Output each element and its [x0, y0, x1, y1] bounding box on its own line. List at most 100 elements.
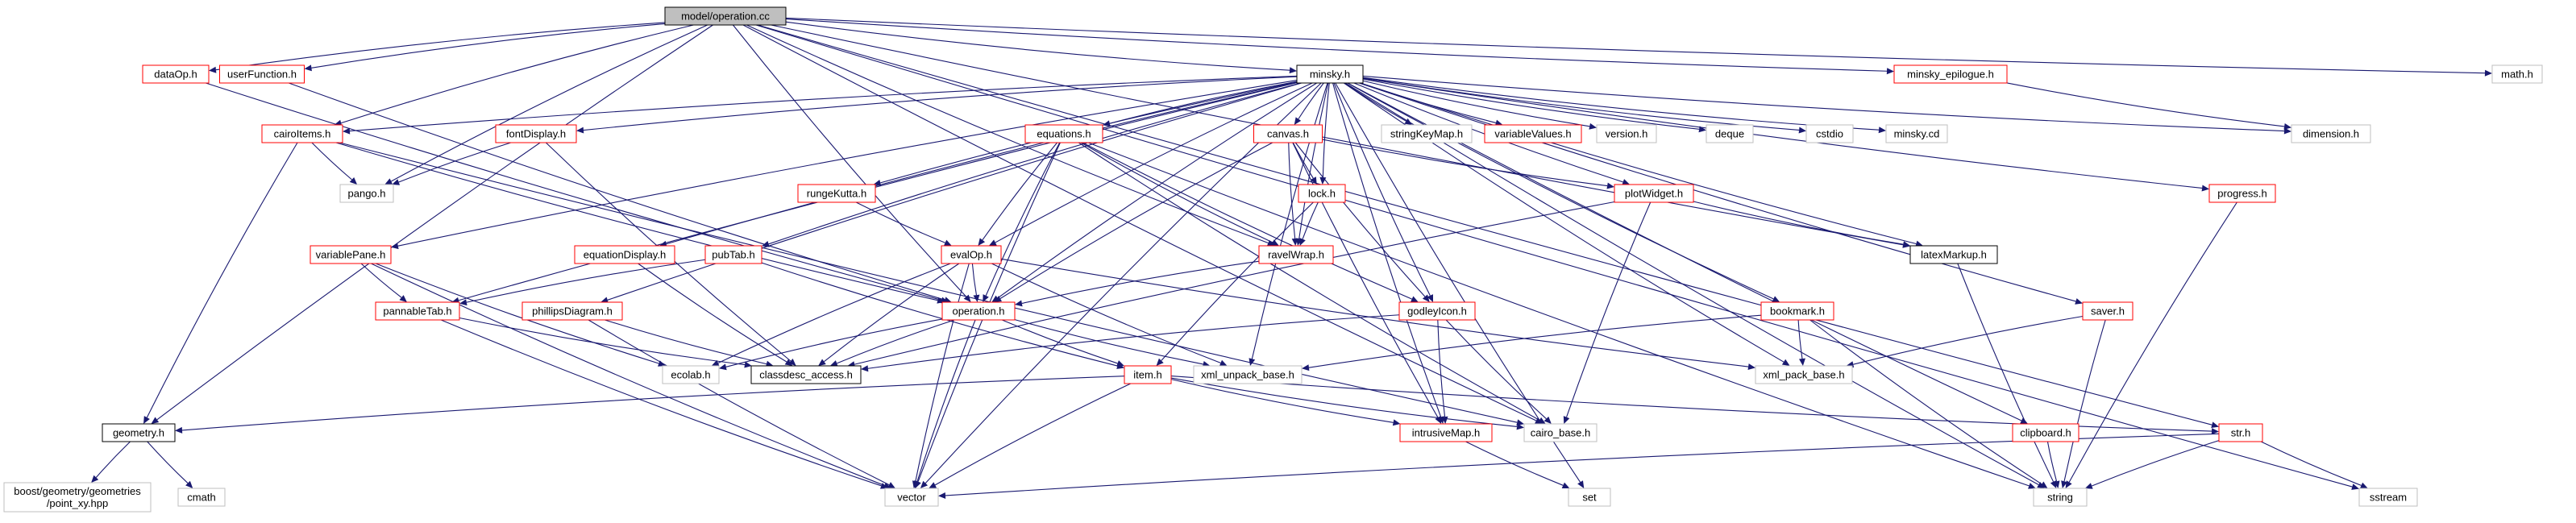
edge-minsky-to-deque — [1362, 78, 1700, 130]
node-operation-h[interactable]: operation.h — [941, 301, 1016, 321]
node-dataOp[interactable]: dataOp.h — [142, 64, 210, 84]
arrowhead-cairoItems-to-pango — [349, 176, 358, 185]
node-progress[interactable]: progress.h — [2208, 184, 2276, 203]
edge-evalOp-to-xml_unpack_base — [991, 263, 1221, 363]
node-intrusiveMap[interactable]: intrusiveMap.h — [1399, 423, 1493, 442]
node-label: equationDisplay.h — [584, 249, 666, 261]
node-evalOp[interactable]: evalOp.h — [941, 245, 1002, 264]
arrowhead-minsky-to-vector — [920, 480, 929, 488]
node-variablePane[interactable]: variablePane.h — [310, 245, 392, 264]
node-xml-unpack-base: xml_unpack_base.h — [1193, 365, 1303, 384]
node-minskycd: minsky.cd — [1885, 124, 1948, 143]
node-label: ecolab.h — [671, 369, 710, 381]
node-label: str.h — [2231, 427, 2251, 439]
node-minsky[interactable]: minsky.h — [1296, 64, 1364, 84]
arrowhead-clipboard-to-string — [2053, 480, 2060, 488]
node-variableValues[interactable]: variableValues.h — [1484, 124, 1582, 143]
node-pubTab[interactable]: pubTab.h — [704, 245, 762, 264]
node-label: variableValues.h — [1494, 128, 1571, 140]
arrowhead-geometry-to-cmath — [185, 480, 193, 488]
edge-evalOp-to-vector — [915, 263, 970, 482]
node-saver[interactable]: saver.h — [2082, 301, 2134, 321]
edge-item-to-intrusiveMap — [1170, 379, 1394, 423]
edge-operation_cc-to-pango — [391, 24, 708, 182]
node-ecolab: ecolab.h — [662, 365, 720, 384]
node-str[interactable]: str.h — [2218, 423, 2263, 442]
node-label: sstream — [2370, 492, 2407, 504]
node-plotWidget[interactable]: plotWidget.h — [1614, 184, 1694, 203]
node-box — [941, 301, 1016, 321]
edge-equations-to-godleyIcon — [1082, 142, 1412, 300]
node-pannableTab[interactable]: pannableTab.h — [375, 301, 460, 321]
edge-rungeKutta-to-evalOp — [855, 201, 945, 243]
arrowhead-canvas-to-ravelWrap — [1291, 238, 1298, 246]
node-version: version.h — [1596, 124, 1657, 143]
arrowhead-plotWidget-to-latexMarkup — [1902, 241, 1911, 248]
node-minsky-epilogue[interactable]: minsky_epilogue.h — [1893, 64, 2008, 84]
arrowhead-lock-to-ravelWrap — [1299, 238, 1306, 246]
arrowhead-item-to-cairo_base — [1516, 423, 1524, 430]
arrowhead-minsky-to-saver — [2075, 298, 2083, 305]
node-phillipsDiagram[interactable]: phillipsDiagram.h — [521, 301, 623, 321]
node-ravelWrap[interactable]: ravelWrap.h — [1258, 245, 1334, 264]
node-equations[interactable]: equations.h — [1024, 124, 1103, 143]
node-math: math.h — [2491, 64, 2543, 84]
node-canvas[interactable]: canvas.h — [1253, 124, 1323, 143]
node-clipboard[interactable]: clipboard.h — [2012, 423, 2079, 442]
node-label: rungeKutta.h — [807, 188, 866, 200]
arrowhead-minsky-to-bookmark — [1772, 296, 1780, 302]
arrowhead-ravelWrap-to-operation_h — [1015, 300, 1023, 307]
arrowhead-operation_cc-to-minsky_epilogue — [1886, 68, 1894, 75]
node-label: stringKeyMap.h — [1390, 128, 1463, 140]
node-latexMarkup[interactable]: latexMarkup.h — [1909, 245, 1998, 264]
arrowhead-equations-to-evalOp — [978, 238, 986, 246]
edge-saver-to-string — [2063, 319, 2106, 482]
node-box — [1298, 184, 1346, 203]
node-box — [1596, 124, 1657, 143]
node-box — [1755, 365, 1853, 384]
node-label: dimension.h — [2303, 128, 2359, 140]
node-operation-cc[interactable]: model/operation.cc — [664, 6, 787, 26]
node-label: boost/geometry/geometries — [14, 485, 141, 497]
arrowhead-operation_cc-to-sstream — [2351, 484, 2359, 490]
node-box — [1805, 124, 1854, 143]
edge-variablePane-to-ecolab — [375, 263, 659, 364]
node-lock[interactable]: lock.h — [1298, 184, 1346, 203]
node-rungeKutta[interactable]: rungeKutta.h — [797, 184, 876, 203]
edge-ravelWrap-to-operation_h — [1021, 260, 1260, 304]
node-equationDisplay[interactable]: equationDisplay.h — [574, 245, 675, 264]
edge-canvas-to-lock — [1292, 142, 1314, 179]
arrowhead-minsky-to-lock — [1319, 176, 1327, 185]
node-cairoItems[interactable]: cairoItems.h — [261, 124, 343, 143]
node-box — [1885, 124, 1948, 143]
node-label: version.h — [1606, 128, 1648, 140]
arrowhead-cairoItems-to-geometry — [143, 416, 150, 424]
node-godleyIcon[interactable]: godleyIcon.h — [1398, 301, 1476, 321]
node-item[interactable]: item.h — [1124, 365, 1172, 384]
node-geometry[interactable]: geometry.h — [102, 423, 176, 442]
node-userFunction[interactable]: userFunction.h — [219, 64, 305, 84]
node-bookmark[interactable]: bookmark.h — [1760, 301, 1834, 321]
node-label: geometry.h — [113, 427, 164, 439]
arrowhead-bookmark-to-xml_unpack_base — [1302, 364, 1310, 371]
arrowhead-operation_h-to-classdesc_access — [829, 360, 838, 367]
edge-minsky-to-cairoItems — [349, 75, 1298, 132]
edge-evalOp-to-ecolab — [717, 263, 951, 363]
edge-latexMarkup-to-string — [1957, 263, 2055, 482]
arrowhead-item-to-vector — [929, 482, 937, 488]
node-classdesc-access[interactable]: classdesc_access.h — [750, 365, 862, 384]
node-fontDisplay[interactable]: fontDisplay.h — [495, 124, 577, 143]
node-box — [797, 184, 876, 203]
edge-equations-to-ravelWrap — [1080, 142, 1273, 243]
edge-dataOp-to-operation_h — [206, 82, 942, 301]
edge-operation_cc-to-str — [757, 24, 2212, 425]
arrowhead-plotWidget-to-cairo_base — [1563, 416, 1570, 424]
node-box — [2082, 301, 2134, 321]
edge-canvas-to-operation_h — [999, 142, 1273, 299]
node-box — [941, 245, 1002, 264]
edge-operation_cc-to-sstream — [755, 24, 2353, 488]
node-box — [1253, 124, 1323, 143]
edge-operation_h-to-vector — [916, 319, 976, 482]
node-label: item.h — [1133, 369, 1161, 381]
edge-item-to-geometry — [181, 376, 1125, 431]
